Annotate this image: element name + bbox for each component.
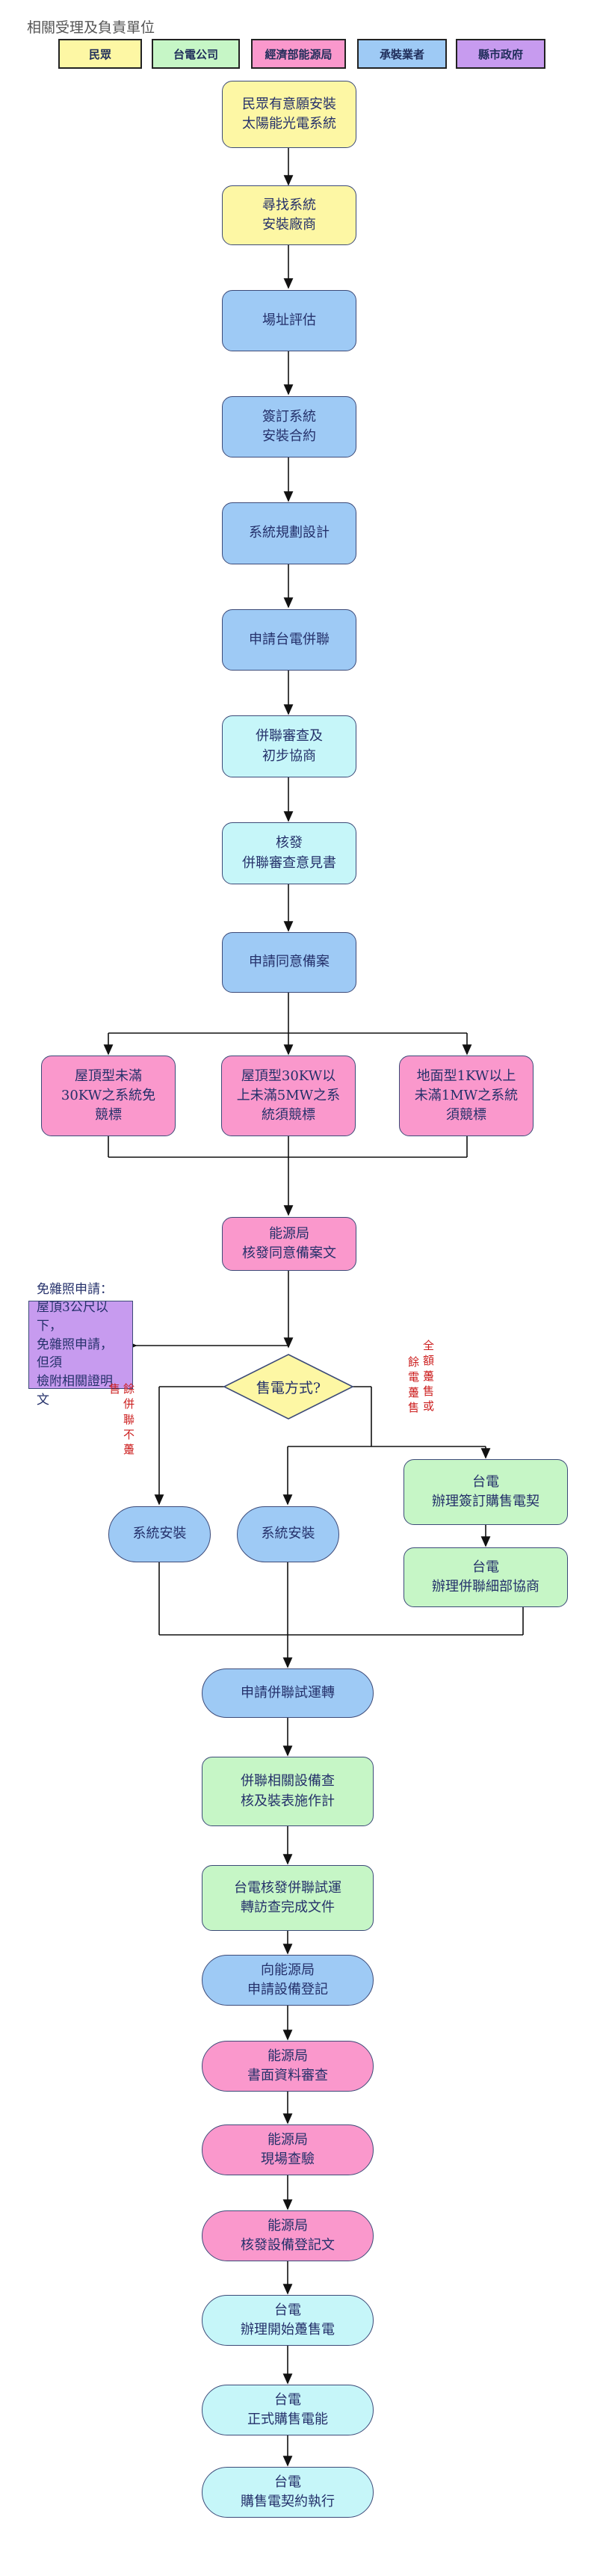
node-line: 上未滿5MW之系 [236, 1087, 341, 1103]
node-line: 競標 [95, 1107, 122, 1124]
node-sign-contract: 簽訂系統安裝合約 [222, 396, 356, 457]
node-line: 核發同意備案文 [242, 1245, 336, 1261]
branch-label-right-1: 餘 電 躉 售 [408, 1355, 419, 1415]
node-roof-30kw-5mw: 屋頂型30KW以上未滿5MW之系統須競標 [221, 1056, 356, 1136]
node-line: 安裝合約 [262, 428, 316, 444]
node-roof-under-30kw: 屋頂型未滿 30KW之系統免競標 [41, 1056, 176, 1136]
node-line: 台電 [472, 1473, 499, 1490]
node-line: 書面資料審查 [247, 2068, 328, 2083]
node-line: 能源局 [269, 1225, 309, 1242]
node-citizen-intent: 民眾有意願安裝太陽能光電系統 [222, 81, 356, 148]
branch-label-text: 餘 併 聯 不 躉 [123, 1382, 135, 1456]
branch-label-text: 餘 電 躉 售 [408, 1355, 420, 1414]
node-line: 須競標 [446, 1107, 486, 1124]
node-grid-review: 併聯審查及初步協商 [222, 715, 356, 777]
node-permit-exemption: 免雜照申請： 屋頂3公尺以下，免雜照申請，但須檢附相關證明文 [28, 1282, 133, 1408]
node-line: 核發 [276, 835, 303, 851]
decision-sale-method: 售電方式? [256, 1380, 321, 1396]
node-site-inspection: 能源局現場查驗 [202, 2124, 374, 2175]
node-line: 太陽能光電系統 [242, 116, 336, 132]
node-line: 能源局 [268, 2047, 308, 2064]
node-taipower-detail-negotiation: 台電辦理併聯細部協商 [403, 1547, 568, 1607]
node-contract-execution: 台電購售電契約執行 [202, 2467, 374, 2518]
node-line: 辦理開始躉售電 [241, 2322, 335, 2338]
node-apply-filing: 申請同意備案 [222, 932, 356, 993]
node-line: 核及裝表施作計 [241, 1793, 335, 1809]
branch-label-text: 售 [109, 1382, 121, 1396]
node-line: 台電 [472, 1559, 499, 1575]
node-line: 併聯審查及 [256, 728, 323, 745]
node-apply-equipment-registration: 向能源局申請設備登記 [202, 1955, 374, 2006]
node-line: 未滿1MW之系統 [414, 1087, 519, 1103]
node-line: 申請同意備案 [249, 954, 330, 970]
legend-citizen: 民眾 [58, 39, 142, 69]
node-start-wholesale: 台電辦理開始躉售電 [202, 2295, 374, 2346]
node-apply-trial-run: 申請併聯試運轉 [202, 1668, 374, 1718]
node-line: 民眾有意願安裝 [242, 96, 336, 112]
node-line: 尋找系統 [262, 197, 316, 213]
node-line: 免雜照申請，但須 [37, 1337, 113, 1371]
node-line: 屋頂3公尺以下， [37, 1300, 108, 1334]
legend-taipower: 台電公司 [152, 39, 240, 69]
node-line: 屋頂型未滿 [75, 1067, 142, 1084]
node-line: 能源局 [268, 2131, 308, 2148]
node-line: 系統規劃設計 [249, 525, 330, 541]
node-system-install-right: 系統安裝 [237, 1506, 339, 1562]
node-line: 核發設備登記文 [241, 2237, 335, 2253]
node-line: 免雜照申請： [37, 1281, 113, 1297]
node-issue-review-opinion: 核發併聯審查意見書 [222, 822, 356, 884]
node-line: 屋頂型30KW以 [241, 1067, 336, 1084]
node-energy-bureau-approval: 能源局核發同意備案文 [222, 1217, 356, 1271]
node-document-review: 能源局書面資料審查 [202, 2041, 374, 2092]
node-equipment-inspection: 併聯相關設備查核及裝表施作計 [202, 1757, 374, 1826]
node-line: 辦理簽訂購售電契 [432, 1494, 539, 1509]
node-line: 申請併聯試運轉 [241, 1684, 335, 1701]
node-line: 台電 [274, 2302, 301, 2318]
node-line: 安裝廠商 [262, 217, 316, 232]
node-apply-grid-connection: 申請台電併聯 [222, 609, 356, 671]
node-line: 併聯審查意見書 [242, 854, 336, 871]
node-taipower-sign-ppa: 台電辦理簽訂購售電契 [403, 1459, 568, 1525]
decision-diamond [223, 1354, 354, 1420]
node-site-assessment: 場址評估 [222, 290, 356, 351]
node-line: 併聯相關設備查 [241, 1773, 335, 1790]
node-line: 台電核發併聯試運 [234, 1879, 341, 1896]
node-line: 能源局 [268, 2217, 308, 2234]
node-line: 簽訂系統 [262, 408, 316, 425]
node-line: 台電 [274, 2391, 301, 2408]
node-line: 統須競標 [262, 1107, 315, 1124]
node-line: 向能源局 [261, 1962, 315, 1978]
legend-installer: 承裝業者 [357, 39, 447, 69]
node-issue-registration: 能源局核發設備登記文 [202, 2210, 374, 2261]
node-ground-1kw-1mw: 地面型1KW以上未滿1MW之系統須競標 [399, 1056, 534, 1136]
node-system-install-left: 系統安裝 [108, 1506, 211, 1562]
branch-label-text: 全 額 躉 售 或 [423, 1339, 435, 1413]
branch-label-left-1: 售 [109, 1381, 120, 1396]
node-line: 購售電契約執行 [241, 2494, 335, 2509]
page-title: 相關受理及負責單位 [27, 19, 155, 36]
branch-label-left-2: 餘 併 聯 不 躉 [123, 1381, 134, 1457]
branch-label-right-2: 全 額 躉 售 或 [423, 1338, 434, 1414]
node-system-design: 系統規劃設計 [222, 502, 356, 564]
node-line: 系統安裝 [261, 1526, 315, 1542]
node-trial-run-document: 台電核發併聯試運轉訪查完成文件 [202, 1865, 374, 1931]
node-line: 申請設備登記 [247, 1982, 328, 1997]
legend-energy-bureau: 經濟部能源局 [251, 39, 346, 69]
node-find-installer: 尋找系統安裝廠商 [222, 185, 356, 245]
node-line: 台電 [274, 2474, 301, 2490]
node-line: 初步協商 [262, 748, 316, 764]
node-line: 辦理併聯細部協商 [432, 1579, 539, 1594]
node-line: 場址評估 [262, 312, 316, 328]
legend-local-gov: 縣市政府 [456, 39, 545, 69]
node-line: 30KW之系統免 [61, 1087, 156, 1103]
node-line: 地面型1KW以上 [416, 1067, 516, 1084]
node-formal-power-trade: 台電正式購售電能 [202, 2385, 374, 2435]
node-line: 檢附相關證明文 [37, 1373, 113, 1408]
node-line: 系統安裝 [132, 1526, 187, 1542]
node-line: 正式購售電能 [247, 2412, 328, 2427]
node-line: 申請台電併聯 [249, 631, 330, 647]
node-line: 轉訪查完成文件 [241, 1899, 335, 1915]
node-line: 現場查驗 [261, 2151, 315, 2167]
